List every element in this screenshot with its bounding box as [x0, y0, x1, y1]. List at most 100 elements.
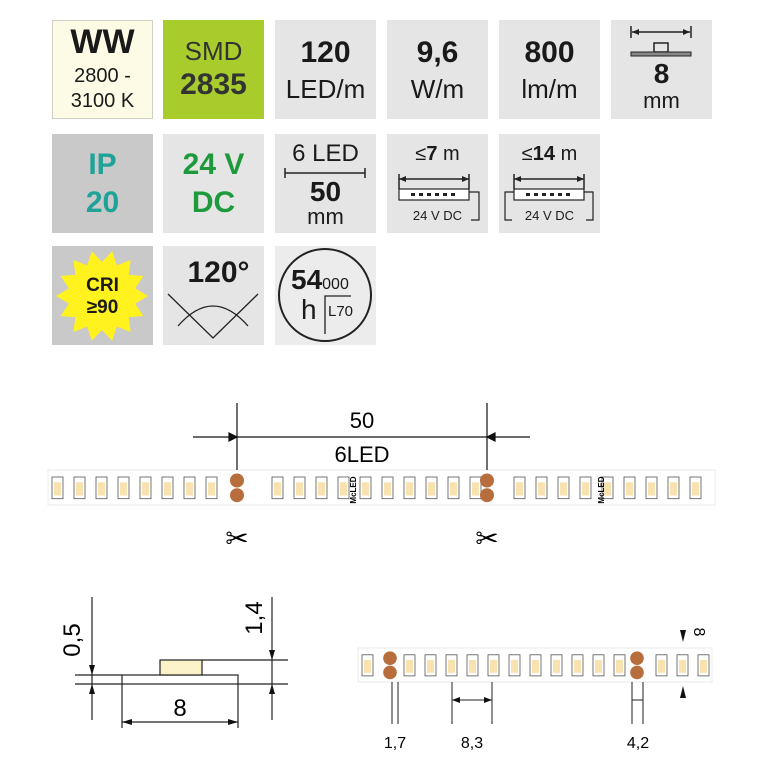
led-chip	[381, 476, 394, 500]
run-single-tile: ≤7 m 24 V DC	[387, 134, 488, 233]
power-unit: W/m	[410, 74, 465, 104]
lifetime-value: 54	[291, 264, 323, 295]
led-chip	[557, 476, 570, 500]
led-chip	[361, 654, 374, 677]
scissors-icon: ✂	[225, 523, 248, 554]
led-chip	[592, 654, 605, 677]
flux-unit: lm/m	[521, 74, 578, 104]
led-chip	[529, 654, 542, 677]
led-chip	[579, 476, 592, 500]
led-chip	[613, 654, 626, 677]
segment-dimension	[193, 403, 530, 470]
power-value: 9,6	[416, 36, 459, 69]
led-chip	[117, 476, 130, 500]
led-strip-top: McLED McLED	[47, 469, 716, 506]
led-chip	[623, 476, 636, 500]
run-supply: 24 V DC	[524, 208, 575, 223]
led-chip	[601, 476, 614, 500]
ip-tile: IP 20	[52, 134, 153, 233]
led-chip	[469, 476, 482, 500]
led-chip	[466, 654, 479, 677]
pad-gap-label: 4,2	[627, 735, 649, 752]
segment-tile: 6 LED 50 mm	[275, 134, 376, 233]
led-chip	[667, 476, 680, 500]
cri-value: ≥90	[86, 297, 119, 318]
led-chip	[676, 654, 689, 677]
segment-leds: 6 LED	[292, 140, 359, 167]
segment-line	[284, 168, 366, 178]
led-chip	[359, 476, 372, 500]
scissors-icon: ✂	[475, 523, 498, 554]
density-value: 120	[300, 36, 351, 69]
lifetime-unit: h	[301, 294, 317, 325]
segment-length: 50	[309, 176, 342, 207]
max-sign: ≤	[415, 143, 427, 165]
brand-label: McLED	[349, 476, 358, 503]
run-value: 7	[426, 143, 438, 165]
run-unit: m	[443, 143, 460, 165]
led-chip	[487, 654, 500, 677]
voltage-value: 24 V	[182, 148, 245, 181]
led-chip	[271, 476, 284, 500]
segment-unit: mm	[307, 204, 344, 229]
copper-cut-pads	[480, 473, 494, 503]
voltage-type: DC	[191, 186, 236, 219]
pad-width-label: 1,7	[384, 735, 406, 752]
led-chip	[205, 476, 218, 500]
led-chip	[403, 476, 416, 500]
flux-tile: 800 lm/m	[499, 20, 600, 119]
led-chip	[403, 654, 416, 677]
pcb-thickness-label: 0,5	[59, 623, 86, 656]
segment-leds-label: 6LED	[334, 442, 389, 467]
lifetime-badge-icon	[278, 248, 372, 342]
copper-cut-pads	[630, 651, 644, 680]
led-chip	[445, 654, 458, 677]
bottom-strip-dimensions	[391, 682, 644, 724]
led-chip	[571, 654, 584, 677]
strip-width-label: 8	[690, 628, 707, 637]
copper-cut-pads	[230, 473, 244, 503]
led-chip	[689, 476, 702, 500]
led-chip	[337, 476, 350, 500]
segment-length-label: 50	[350, 408, 374, 433]
cri-label: CRI	[86, 275, 119, 296]
run-double-tile: ≤14 m 24 V DC	[499, 134, 600, 233]
voltage-tile: 24 V DC	[163, 134, 264, 233]
double-feed-icon	[504, 174, 594, 221]
lifetime-suffix: 000	[322, 276, 349, 293]
ip-label: IP	[88, 148, 117, 181]
brand-label: McLED	[597, 476, 606, 503]
led-strip-bottom	[357, 647, 713, 683]
beam-angle-icon	[167, 293, 259, 339]
copper-cut-pads	[383, 651, 397, 680]
beam-angle-tile: 120°	[163, 246, 264, 345]
led-chip	[425, 476, 438, 500]
color-temp-tile: WW 2800 - 3100 K	[52, 20, 153, 119]
led-chip	[51, 476, 64, 500]
led-chip	[161, 476, 174, 500]
led-chip	[95, 476, 108, 500]
led-chip	[315, 476, 328, 500]
run-unit: m	[560, 143, 578, 165]
cri-tile: CRI ≥90	[52, 246, 153, 345]
ip-value: 20	[85, 186, 120, 219]
led-chip	[424, 654, 437, 677]
run-value: 14	[532, 143, 555, 165]
color-code: WW	[70, 23, 135, 61]
led-pitch-label: 8,3	[461, 735, 483, 752]
power-tile: 9,6 W/m	[387, 20, 488, 119]
section-width-label: 8	[173, 695, 186, 722]
led-chip	[73, 476, 86, 500]
lifetime-rating: L70	[328, 303, 354, 320]
led-chip	[655, 654, 668, 677]
flux-value: 800	[524, 36, 575, 69]
led-chip	[183, 476, 196, 500]
run-supply: 24 V DC	[412, 208, 463, 223]
led-chip	[697, 654, 710, 677]
lifetime-tile: 54000 h L70	[275, 246, 376, 345]
led-chip	[645, 476, 658, 500]
led-chip	[139, 476, 152, 500]
width-value: 8	[653, 58, 670, 89]
